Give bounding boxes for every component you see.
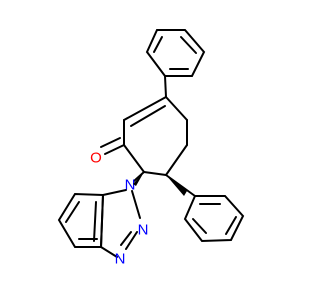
benzo-hexagon bbox=[57, 192, 105, 248]
lower-right-phenyl-inner-2 bbox=[225, 216, 237, 235]
bond-c1-c2-link bbox=[123, 144, 145, 173]
top-phenyl-inner-1 bbox=[153, 36, 163, 53]
bond-ring-to-n1 bbox=[133, 171, 145, 182]
stereo-wedges bbox=[133, 172, 187, 196]
bond-n2-n3 bbox=[125, 231, 138, 250]
bond-c5-c6 bbox=[165, 144, 188, 176]
benzo-inner-3 bbox=[93, 201, 97, 242]
bond-n3-c3a bbox=[100, 246, 118, 258]
bond-n1-n2 bbox=[131, 190, 141, 219]
oxygen-label: O bbox=[90, 150, 102, 167]
molecule-structure: O N N N bbox=[57, 29, 245, 268]
bond-c2-c3 bbox=[123, 96, 167, 121]
lower-right-phenyl-inner-3 bbox=[192, 218, 207, 234]
wedge-bond-c1-n1 bbox=[133, 172, 144, 186]
benzo-inner-1 bbox=[65, 201, 80, 223]
nitrogen-1-label: N bbox=[125, 177, 136, 194]
wedge-bond-c6-ph bbox=[166, 175, 187, 196]
nitrogen-2-label: N bbox=[138, 222, 149, 239]
bond-carbonyl-2 bbox=[100, 137, 121, 148]
bond-lower-ph-link bbox=[165, 174, 196, 197]
bond-carbonyl-1 bbox=[104, 144, 125, 155]
cyclohexenone-ring bbox=[123, 96, 188, 176]
top-phenyl-inner-2 bbox=[180, 36, 197, 54]
bond-n2-n3-inner bbox=[120, 231, 132, 246]
bond-n1-c7a bbox=[102, 189, 127, 196]
nitrogen-3-label: N bbox=[115, 251, 126, 268]
top-phenyl-hexagon bbox=[145, 29, 206, 77]
top-phenyl-ring bbox=[145, 29, 206, 98]
lower-right-phenyl-ring bbox=[165, 174, 245, 243]
bond-c3-c4 bbox=[165, 96, 188, 121]
substituent-bond bbox=[133, 171, 145, 182]
bond-top-ph-link bbox=[164, 75, 167, 98]
bond-c2-c3-inner bbox=[130, 105, 166, 127]
carbonyl-group: O bbox=[90, 137, 125, 167]
bond-c6-c1 bbox=[143, 171, 167, 176]
lower-right-phenyl-hexagon bbox=[183, 195, 245, 243]
benzotriazole: N N N bbox=[57, 177, 149, 268]
